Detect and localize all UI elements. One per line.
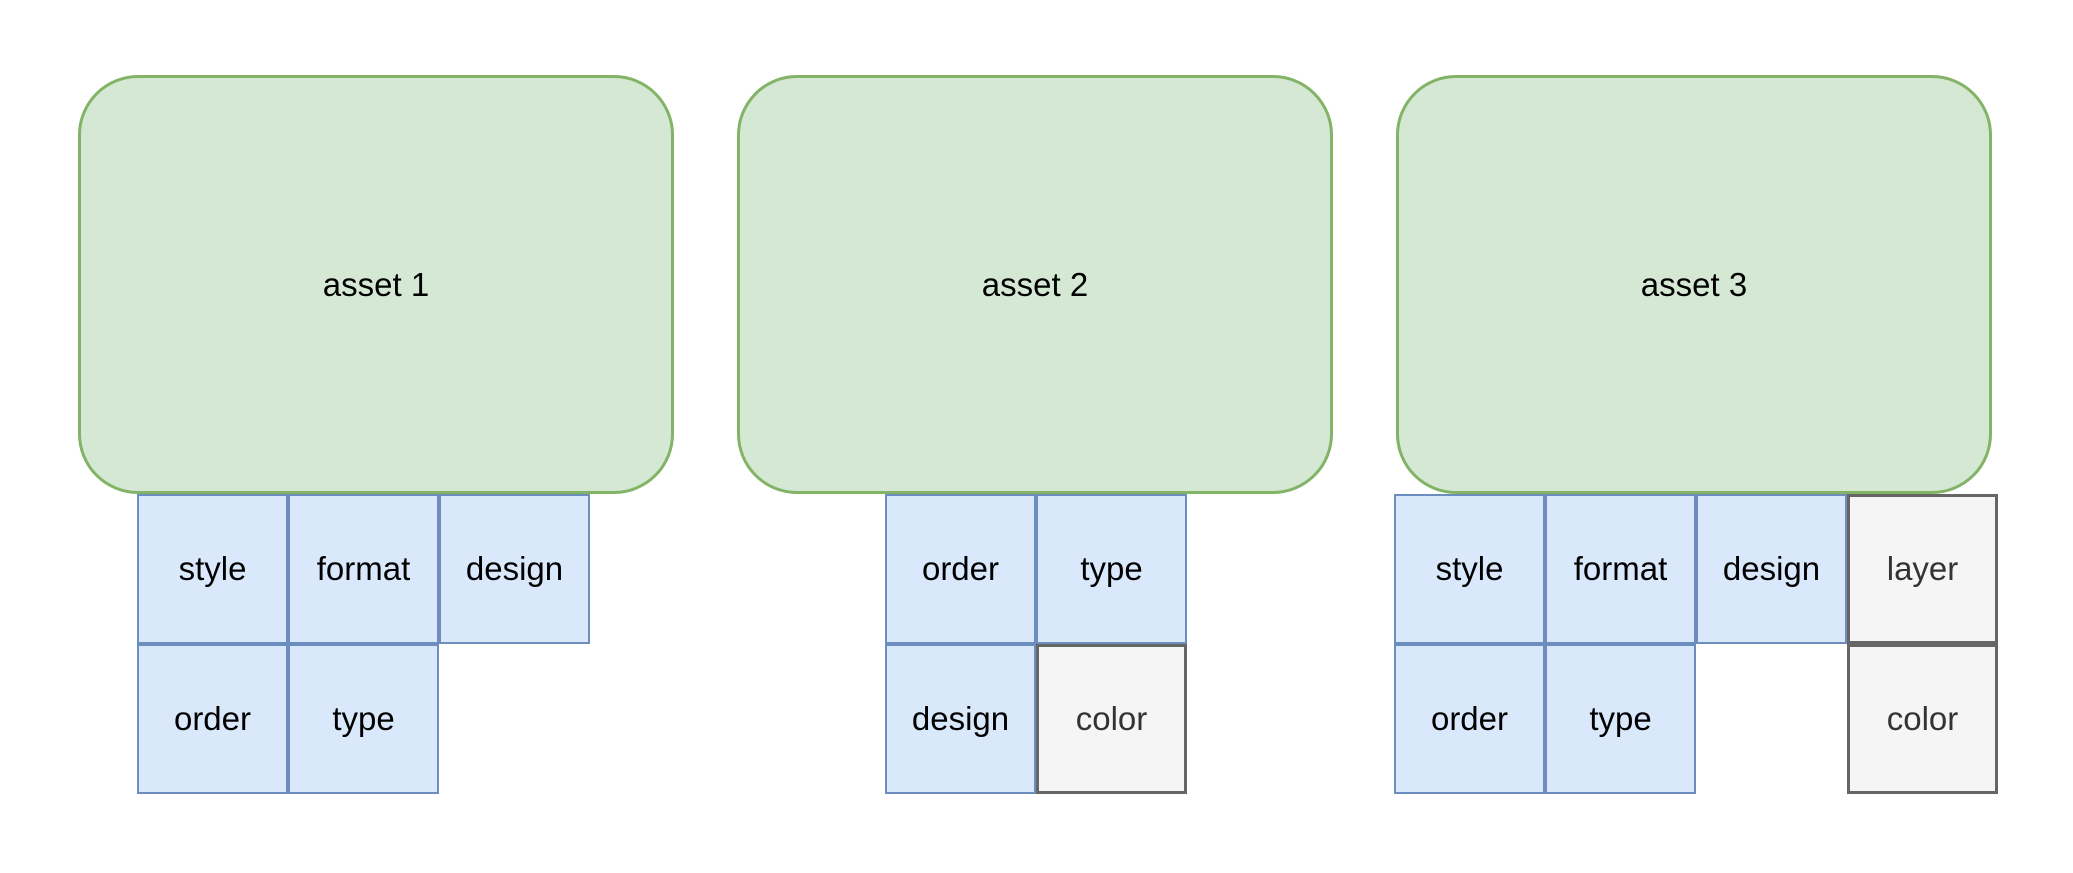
cell-type: type [1545, 644, 1696, 794]
cell-order: order [885, 494, 1036, 644]
asset-box-3: asset 3 [1396, 75, 1992, 494]
asset-box-1: asset 1 [78, 75, 674, 494]
cell-type: type [288, 644, 439, 794]
cell-type: type [1036, 494, 1187, 644]
cell-color: color [1036, 644, 1187, 794]
asset-box-2: asset 2 [737, 75, 1333, 494]
cell-style: style [137, 494, 288, 644]
cell-design: design [1696, 494, 1847, 644]
cell-style: style [1394, 494, 1545, 644]
cell-design: design [439, 494, 590, 644]
cell-order: order [1394, 644, 1545, 794]
cell-order: order [137, 644, 288, 794]
cell-design: design [885, 644, 1036, 794]
cell-format: format [288, 494, 439, 644]
cell-format: format [1545, 494, 1696, 644]
cell-color: color [1847, 644, 1998, 794]
cell-layer: layer [1847, 494, 1998, 644]
